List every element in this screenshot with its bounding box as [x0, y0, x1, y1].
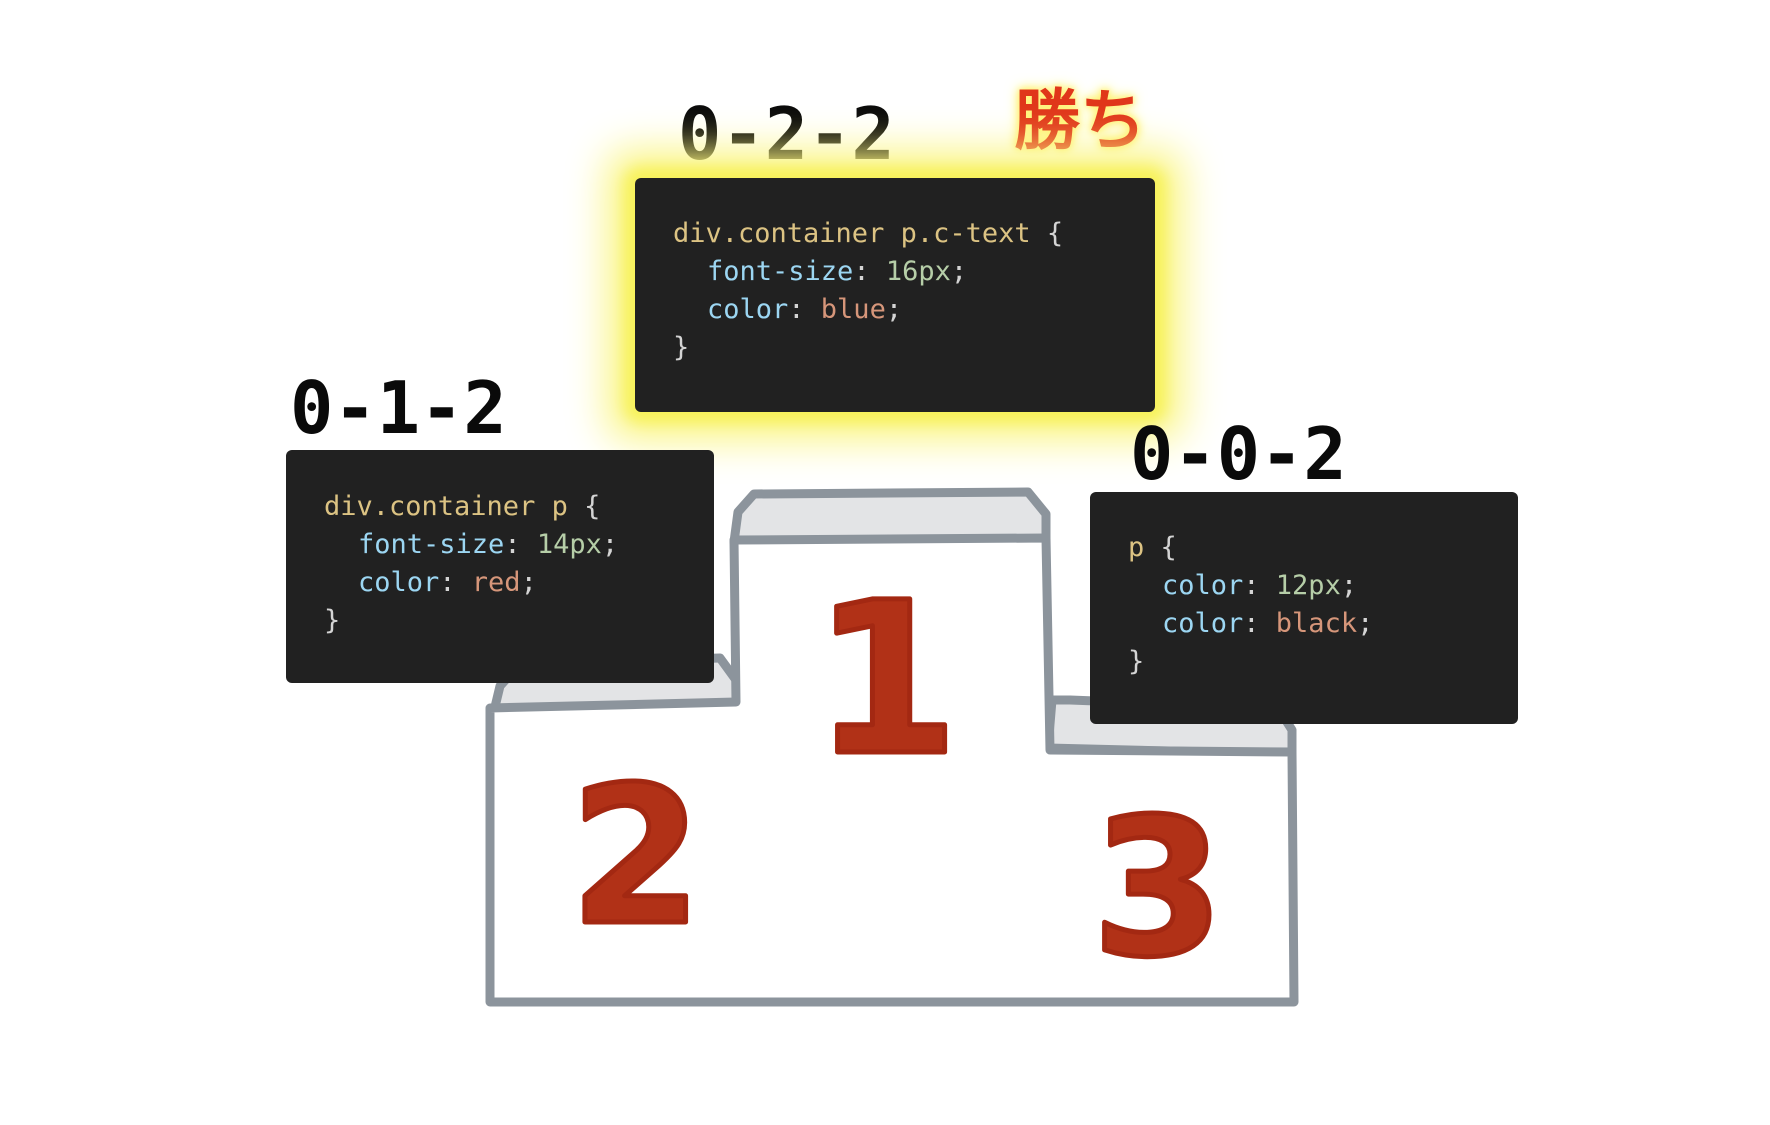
css-property: color [1162, 570, 1244, 601]
code-line-selector: div.container p.c-text { [673, 215, 1155, 253]
close-brace: } [673, 332, 690, 363]
code-line-declaration: color: 12px; [1128, 567, 1518, 605]
css-value: blue [820, 294, 886, 325]
css-selector: p [1128, 532, 1145, 563]
semicolon: ; [1340, 570, 1358, 601]
code-line-declaration: font-size: 14px; [324, 526, 714, 564]
colon: : [504, 529, 537, 560]
code-line-selector: div.container p { [324, 488, 714, 526]
code-line-declaration: color: blue; [673, 291, 1155, 329]
score-second: 0-1-2 [290, 366, 507, 450]
podium-body [485, 533, 1299, 1007]
colon: : [1243, 608, 1276, 639]
css-value: 16px [885, 256, 951, 287]
podium-number-1: 1 [813, 557, 959, 802]
close-brace: } [1128, 646, 1145, 677]
close-brace: } [324, 605, 341, 636]
semicolon: ; [1357, 608, 1374, 639]
css-property: font-size [358, 529, 505, 560]
score-third: 0-0-2 [1130, 412, 1347, 496]
code-block-third: p { color: 12px; color: black; } [1090, 492, 1518, 724]
open-brace: { [567, 491, 601, 522]
css-value: 14px [536, 529, 602, 560]
open-brace: { [1030, 218, 1064, 249]
open-brace: { [1144, 532, 1177, 563]
css-value: red [471, 567, 521, 598]
colon: : [788, 294, 821, 325]
score-first: 0-2-2 [678, 92, 895, 176]
podium-number-2: 2 [570, 746, 702, 967]
code-block-second: div.container p { font-size: 14px; color… [286, 450, 714, 683]
css-property: color [707, 294, 789, 325]
css-selector: div.container p.c-text [673, 218, 1031, 249]
colon: : [1243, 570, 1276, 601]
code-block-first: div.container p.c-text { font-size: 16px… [635, 178, 1155, 412]
css-property: font-size [707, 256, 854, 287]
css-value: black [1275, 608, 1358, 639]
podium-number-3: 3 [1092, 778, 1224, 999]
css-property: color [358, 567, 440, 598]
code-line-declaration: color: red; [324, 564, 714, 602]
code-line-selector: p { [1128, 529, 1518, 567]
code-line-declaration: color: black; [1128, 605, 1518, 643]
css-selector: div.container p [324, 491, 568, 522]
code-line-declaration: font-size: 16px; [673, 253, 1155, 291]
semicolon: ; [950, 256, 968, 287]
winner-label: 勝ち [1014, 82, 1146, 159]
css-property: color [1162, 608, 1244, 639]
colon: : [853, 256, 886, 287]
semicolon: ; [601, 529, 619, 560]
colon: : [439, 567, 472, 598]
semicolon: ; [520, 567, 537, 598]
css-value: 12px [1275, 570, 1341, 601]
semicolon: ; [885, 294, 903, 325]
